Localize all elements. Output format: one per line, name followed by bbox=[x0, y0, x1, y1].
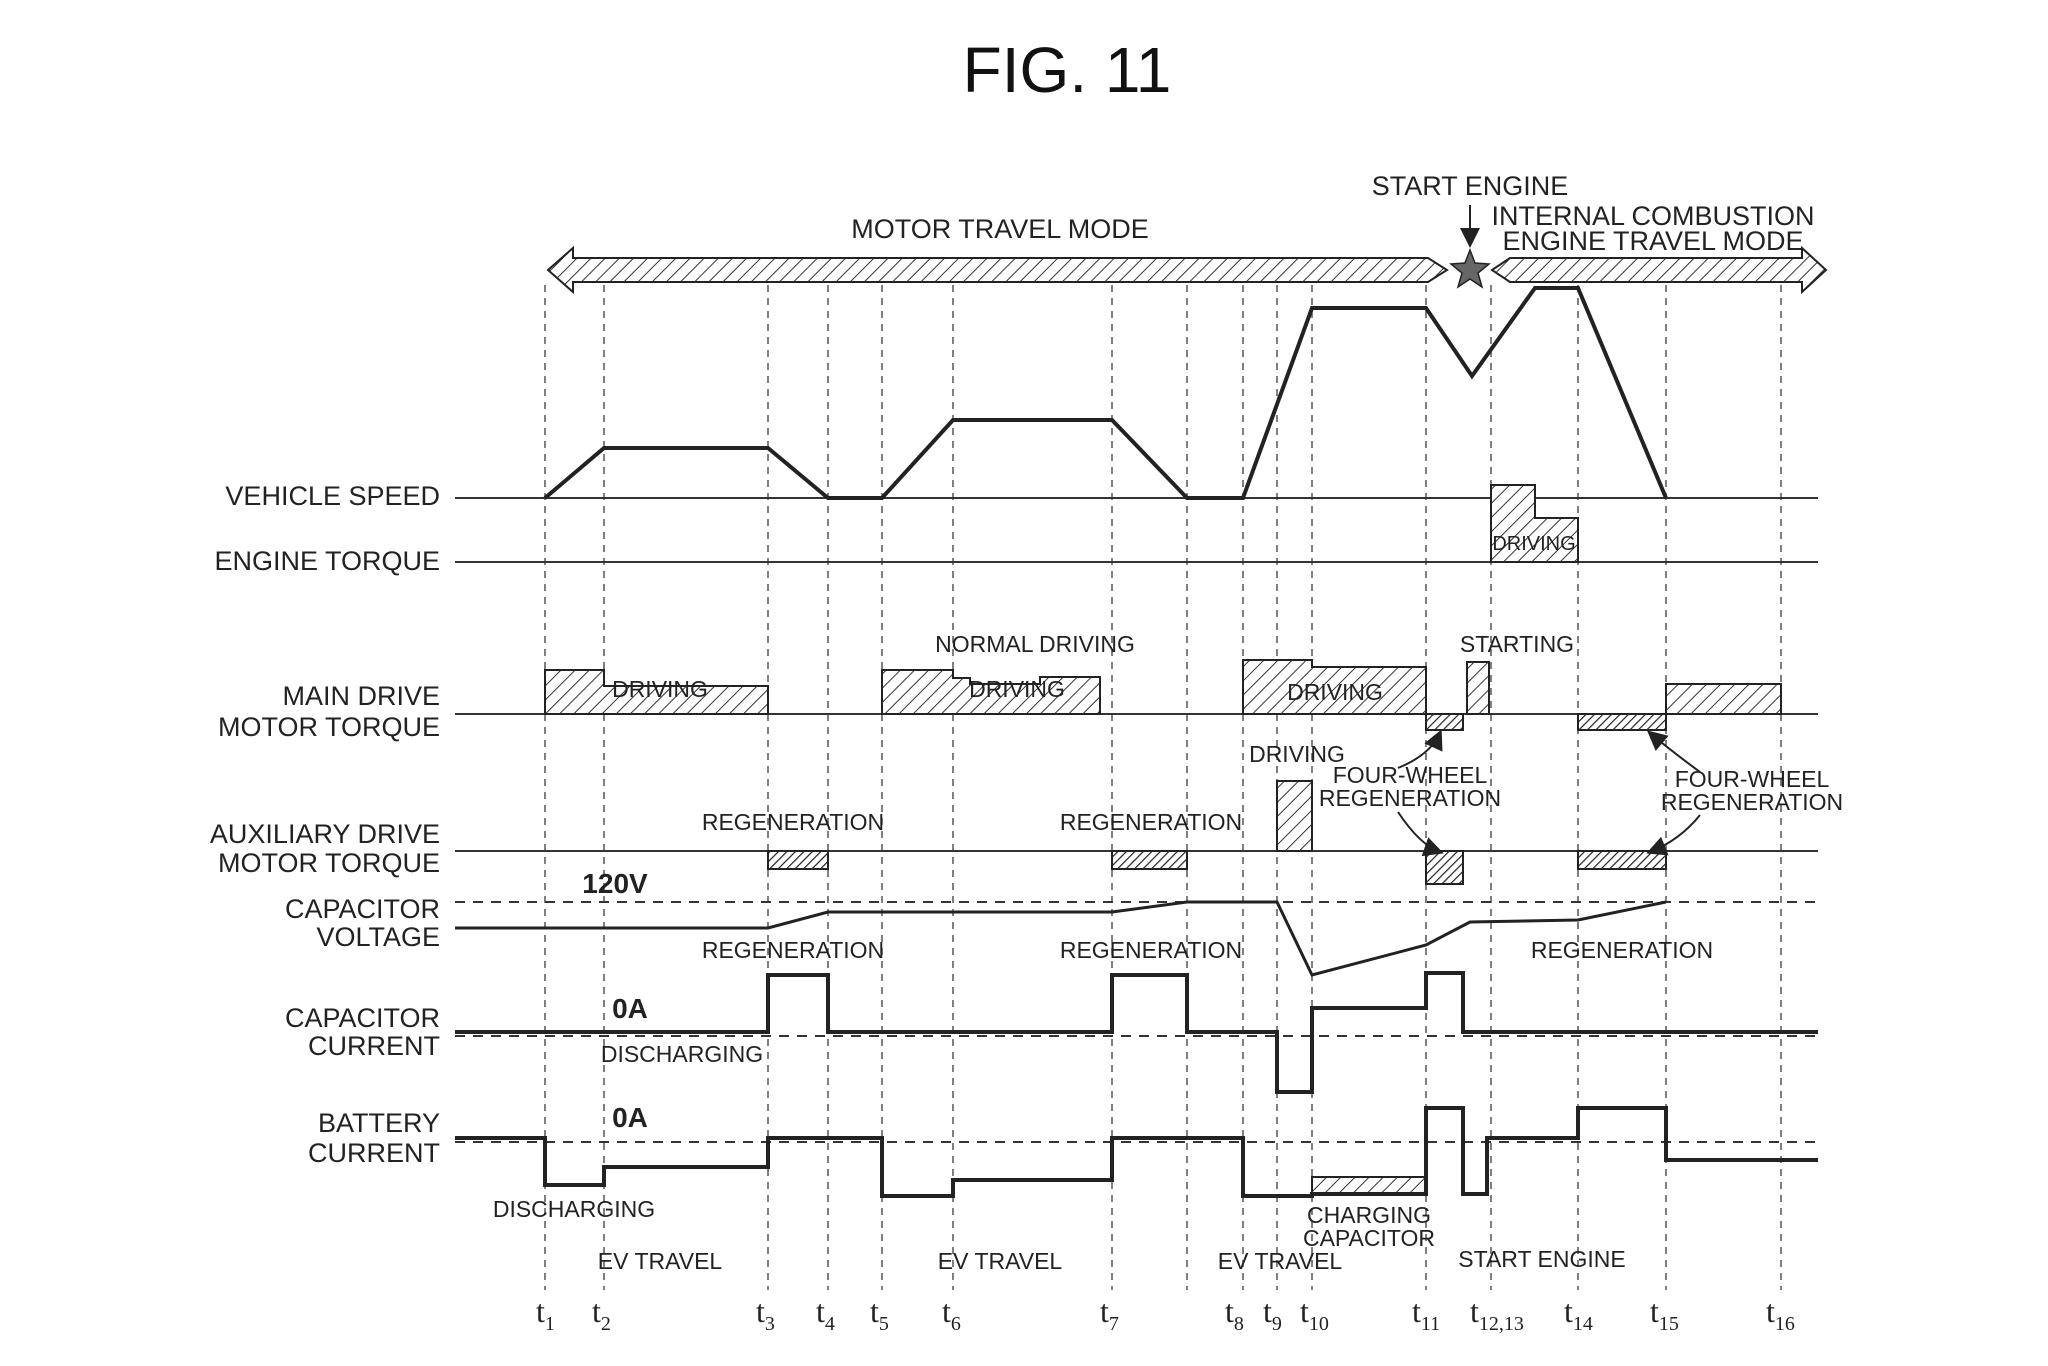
battery-charging-capacitor-block bbox=[1311, 1176, 1427, 1195]
start-engine-top-label: START ENGINE bbox=[1372, 171, 1569, 201]
row-label-cap-current-2: CURRENT bbox=[308, 1031, 440, 1061]
motor-travel-mode-label: MOTOR TRAVEL MODE bbox=[851, 214, 1149, 244]
battery-current-0a-label: 0A bbox=[612, 1102, 648, 1133]
ev-travel-label-1: EV TRAVEL bbox=[598, 1248, 723, 1274]
engine-travel-mode-arrow bbox=[1490, 245, 1828, 295]
aux-torque-four-wheel-regen-2 bbox=[1577, 850, 1667, 870]
four-wheel-regen-label-left-2: REGENERATION bbox=[1319, 785, 1501, 811]
main-normal-driving-label: NORMAL DRIVING bbox=[935, 631, 1135, 657]
time-marker: t14 bbox=[1564, 1293, 1593, 1335]
engine-torque-driving-block bbox=[1490, 484, 1579, 563]
time-marker: t5 bbox=[870, 1293, 889, 1335]
time-marker: t12,13 bbox=[1470, 1293, 1524, 1335]
time-marker: t6 bbox=[942, 1293, 961, 1335]
start-engine-bottom-label: START ENGINE bbox=[1458, 1246, 1625, 1272]
cap-regen-label-1: REGENERATION bbox=[702, 937, 884, 963]
main-torque-four-wheel-regen-2 bbox=[1577, 713, 1667, 731]
four-wheel-regen-label-right-1: FOUR-WHEEL bbox=[1675, 766, 1830, 792]
time-marker: t3 bbox=[756, 1293, 775, 1335]
row-label-main-drive-1: MAIN DRIVE bbox=[282, 681, 440, 711]
four-wheel-regen-label-left-1: FOUR-WHEEL bbox=[1333, 762, 1488, 788]
main-driving-label-3: DRIVING bbox=[1287, 679, 1383, 705]
row-label-vehicle-speed: VEHICLE SPEED bbox=[225, 481, 440, 511]
aux-torque-driving-block bbox=[1276, 780, 1313, 852]
time-marker: t4 bbox=[816, 1293, 835, 1335]
main-starting-label: STARTING bbox=[1460, 631, 1574, 657]
aux-torque-regen-2 bbox=[1111, 850, 1188, 870]
row-label-cap-voltage-1: CAPACITOR bbox=[285, 894, 440, 924]
ice-mode-label-2: ENGINE TRAVEL MODE bbox=[1502, 226, 1803, 256]
row-label-battery-current-2: CURRENT bbox=[308, 1138, 440, 1168]
main-torque-starting-block bbox=[1466, 661, 1490, 715]
cap-regen-label-3: REGENERATION bbox=[1531, 937, 1713, 963]
figure-title: FIG. 11 bbox=[963, 34, 1172, 106]
four-wheel-arrow-right-down bbox=[1646, 814, 1701, 856]
main-driving-label-1: DRIVING bbox=[612, 676, 708, 702]
main-torque-four-wheel-regen-1 bbox=[1425, 713, 1464, 731]
row-label-aux-drive-1: AUXILIARY DRIVE bbox=[210, 819, 440, 849]
motor-travel-mode-arrow bbox=[546, 245, 1449, 295]
time-axis: t1 t2 t3 t4 t5 t6 t7 t8 t9 t10 t11 t12,1… bbox=[536, 1293, 1795, 1335]
aux-regen-label-2: REGENERATION bbox=[1060, 809, 1242, 835]
time-marker: t8 bbox=[1225, 1293, 1244, 1335]
engine-driving-label: DRIVING bbox=[1492, 533, 1575, 555]
battery-charging-label-2: CAPACITOR bbox=[1303, 1225, 1435, 1251]
start-engine-star-icon bbox=[1449, 247, 1491, 289]
cap-discharging-label: DISCHARGING bbox=[601, 1041, 763, 1067]
row-label-engine-torque: ENGINE TORQUE bbox=[214, 546, 440, 576]
four-wheel-arrow-left-down bbox=[1397, 811, 1444, 857]
row-label-battery-current-1: BATTERY bbox=[318, 1108, 440, 1138]
four-wheel-arrow-left-up bbox=[1397, 729, 1443, 769]
main-torque-driving-block-2 bbox=[881, 669, 1101, 715]
four-wheel-regen-label-right-2: REGENERATION bbox=[1661, 789, 1843, 815]
aux-torque-four-wheel-regen-1 bbox=[1425, 850, 1464, 885]
capacitor-voltage-waveform bbox=[455, 900, 1667, 977]
aux-torque-regen-1 bbox=[767, 850, 829, 870]
cap-regen-label-2: REGENERATION bbox=[1060, 937, 1242, 963]
mode-bar bbox=[546, 205, 1828, 295]
time-marker: t9 bbox=[1263, 1293, 1282, 1335]
time-marker: t11 bbox=[1412, 1293, 1440, 1335]
ev-travel-label-3: EV TRAVEL bbox=[1218, 1248, 1343, 1274]
row-label-cap-current-1: CAPACITOR bbox=[285, 1003, 440, 1033]
four-wheel-arrow-right-up bbox=[1646, 730, 1701, 773]
row-label-cap-voltage-2: VOLTAGE bbox=[316, 922, 440, 952]
time-marker: t15 bbox=[1650, 1293, 1679, 1335]
main-torque-driving-block-1 bbox=[544, 669, 769, 715]
ev-travel-label-2: EV TRAVEL bbox=[938, 1248, 1063, 1274]
row-label-aux-drive-2: MOTOR TORQUE bbox=[218, 848, 440, 878]
battery-current-waveform bbox=[455, 1106, 1818, 1198]
time-marker: t1 bbox=[536, 1293, 555, 1335]
main-driving-label-2: DRIVING bbox=[969, 676, 1065, 702]
time-marker: t7 bbox=[1100, 1293, 1119, 1335]
vehicle-speed-waveform bbox=[543, 286, 1668, 500]
aux-driving-label: DRIVING bbox=[1249, 741, 1345, 767]
time-marker: t2 bbox=[592, 1293, 611, 1335]
time-marker: t16 bbox=[1766, 1293, 1795, 1335]
ice-mode-label-1: INTERNAL COMBUSTION bbox=[1491, 201, 1814, 231]
row-label-main-drive-2: MOTOR TORQUE bbox=[218, 712, 440, 742]
main-torque-driving-block-4 bbox=[1665, 683, 1782, 715]
capacitor-current-waveform bbox=[455, 971, 1818, 1094]
cap-current-0a-label: 0A bbox=[612, 993, 648, 1024]
battery-charging-label-1: CHARGING bbox=[1307, 1202, 1431, 1228]
aux-regen-label-1: REGENERATION bbox=[702, 809, 884, 835]
time-marker: t10 bbox=[1300, 1293, 1329, 1335]
battery-discharging-label: DISCHARGING bbox=[493, 1196, 655, 1222]
voltage-120v-label: 120V bbox=[582, 868, 648, 899]
